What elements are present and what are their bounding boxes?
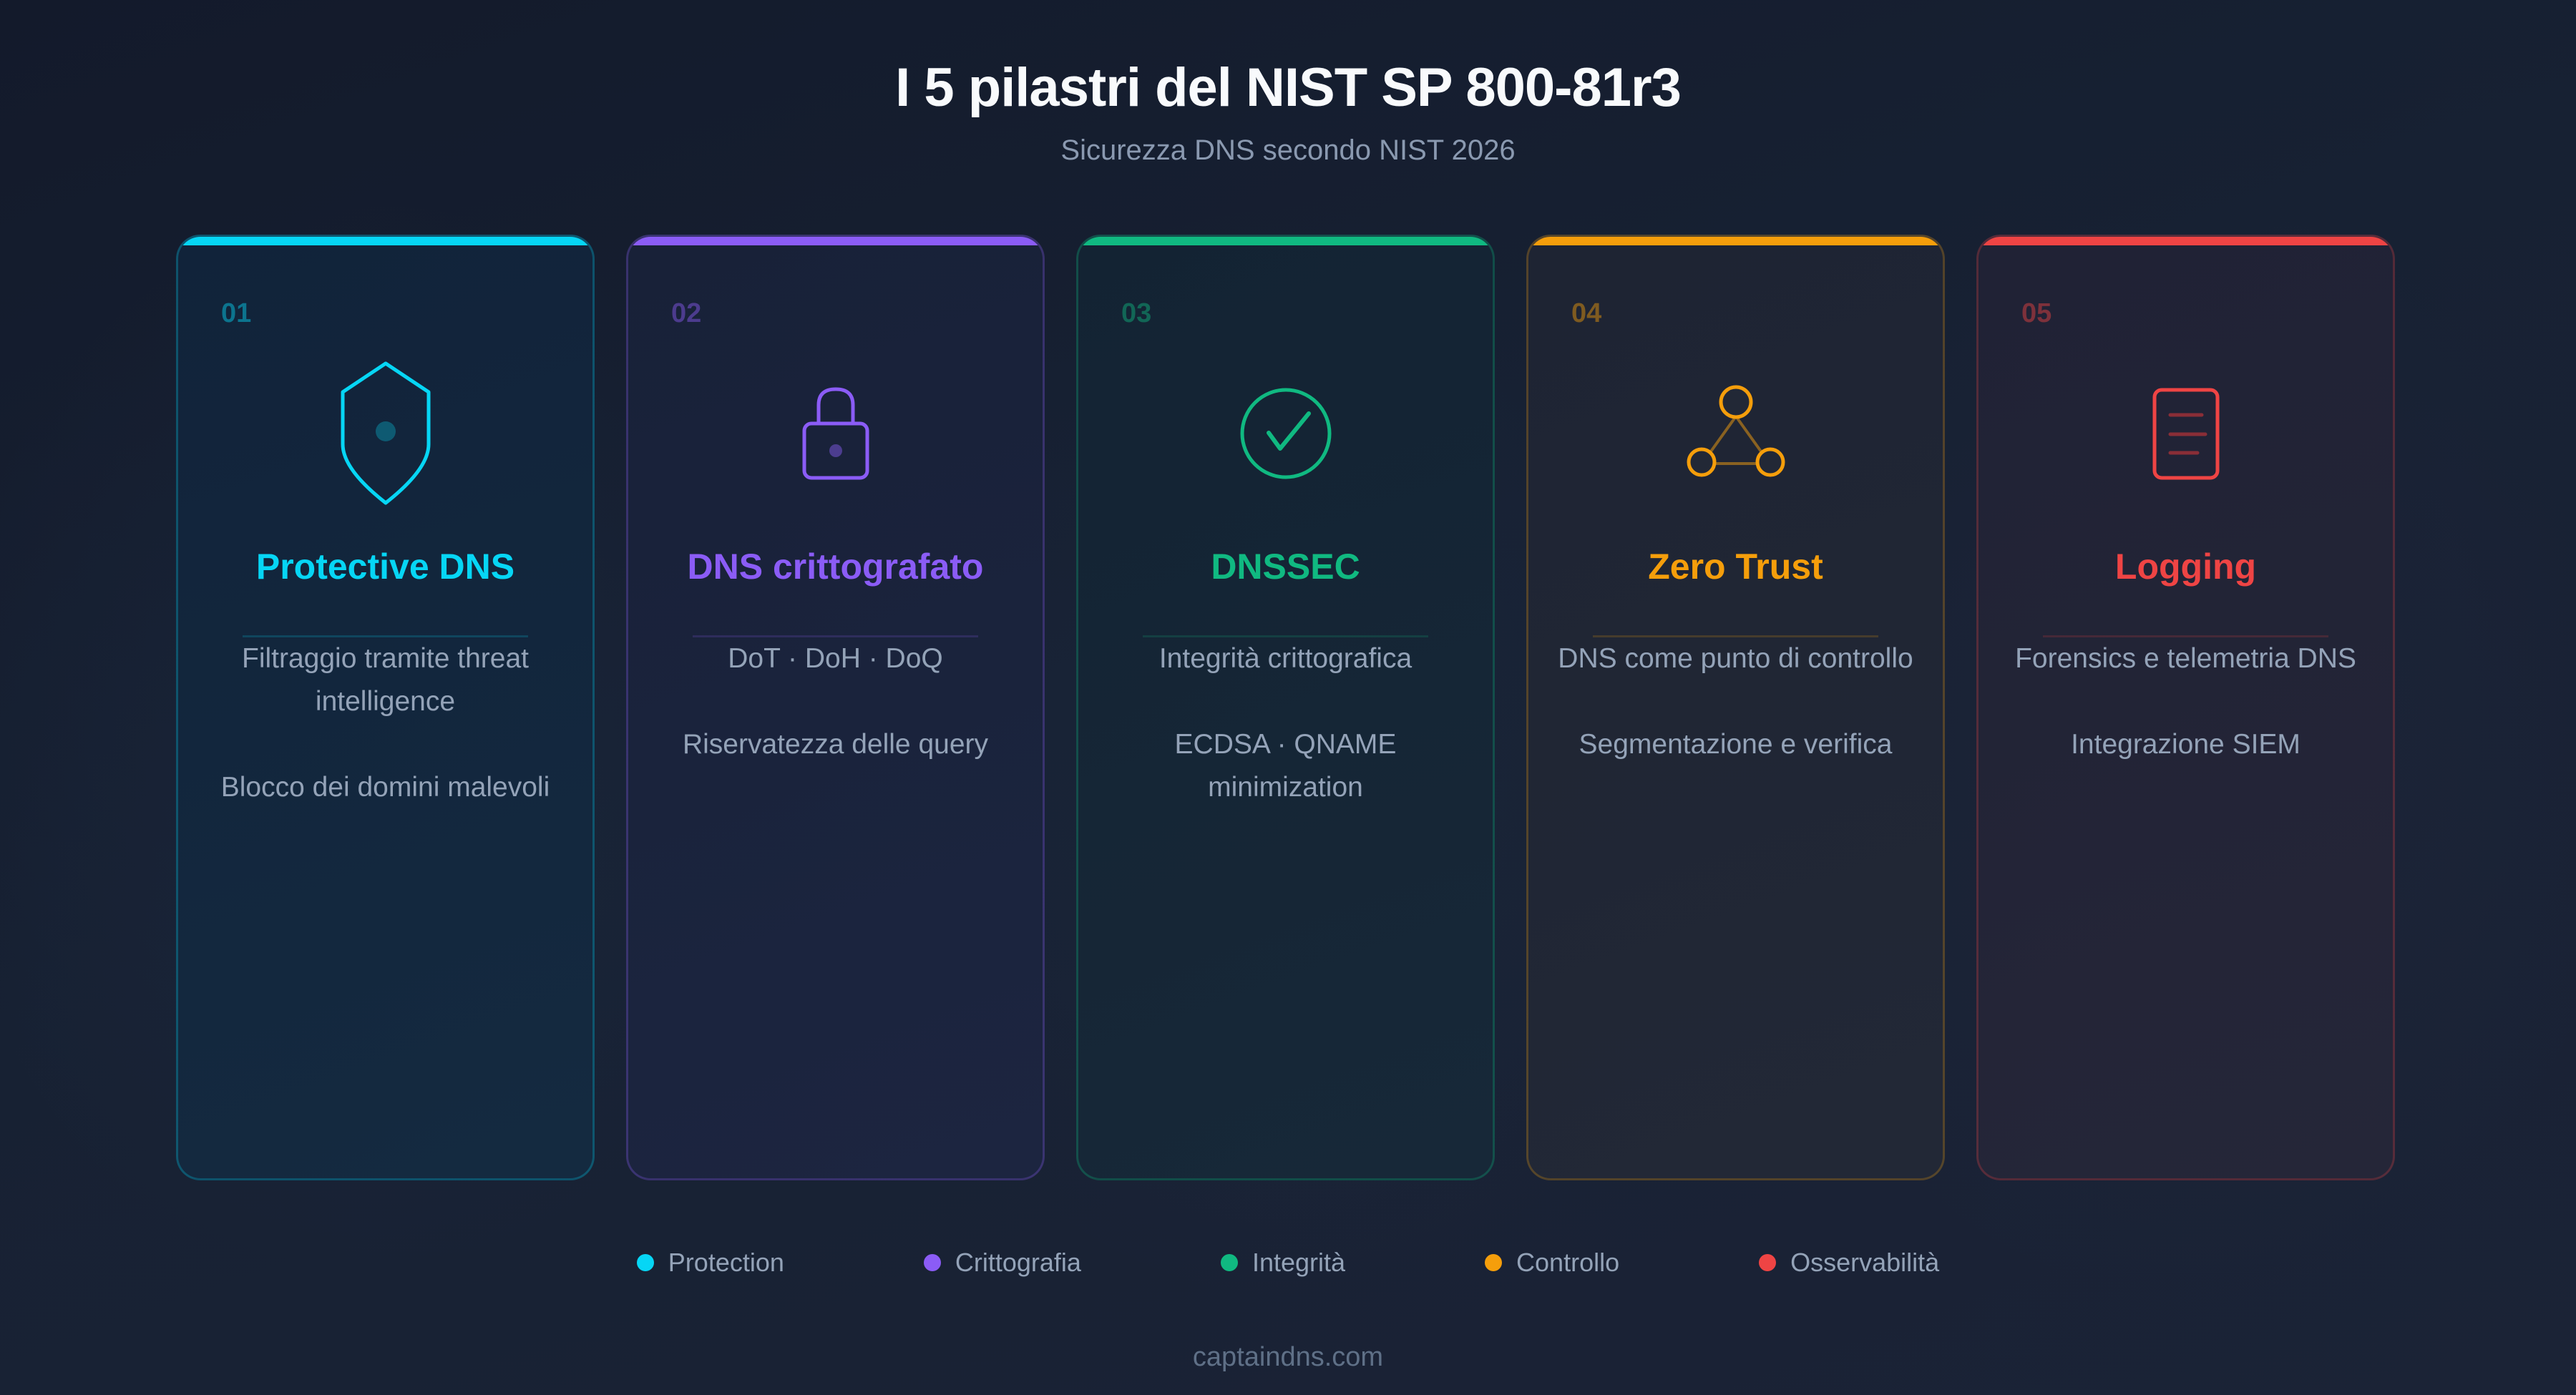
pillar-text: DoT · DoH · DoQ [728, 643, 943, 674]
check-circle-icon [1078, 351, 1493, 516]
divider [2043, 635, 2328, 637]
pillar-description: Integrità crittografica ECDSA · QNAME mi… [1107, 637, 1464, 852]
pillar-card-dnssec: 03 DNSSEC Integrità crittografica ECDSA … [1076, 235, 1495, 1180]
legend-item-controllo: Controllo [1485, 1248, 1619, 1278]
legend-item-protection: Protection [636, 1248, 784, 1278]
pillar-text: DNS come punto di controllo [1558, 643, 1913, 674]
pillar-text: Filtraggio tramite threat intelligence [242, 643, 529, 717]
legend-item-integrita: Integrità [1220, 1248, 1346, 1278]
pillar-title: DNSSEC [1211, 547, 1360, 587]
legend-label: Protection [668, 1248, 784, 1277]
pillar-text: ECDSA · QNAME minimization [1174, 729, 1397, 803]
pillar-title: Zero Trust [1648, 547, 1823, 587]
legend-item-osservabilita: Osservabilità [1759, 1248, 1939, 1278]
lock-icon [628, 351, 1043, 516]
card-accent-bar [1979, 237, 2393, 245]
legend-dot-icon [1220, 1254, 1238, 1271]
pillar-number: 03 [1121, 298, 1152, 328]
pillar-number: 04 [1571, 298, 1602, 328]
document-log-icon [1979, 351, 2393, 516]
pillar-title: Protective DNS [255, 547, 515, 587]
legend-dot-icon [923, 1254, 941, 1271]
pillar-title: DNS crittografato [687, 547, 984, 587]
legend-label: Controllo [1516, 1248, 1620, 1277]
pillar-card-logging: 05 Logging Forensics e telemetria DNS In… [1976, 235, 2395, 1180]
pillars-row: 01 Protective DNS Filtraggio tramite thr… [176, 235, 2395, 1180]
network-nodes-icon [1528, 351, 1943, 516]
legend-label: Crittografia [955, 1248, 1081, 1277]
footer-site-link: captaindns.com [1192, 1342, 1384, 1372]
legend-dot-icon [1485, 1254, 1503, 1271]
legend-dot-icon [636, 1254, 654, 1271]
divider [1593, 635, 1878, 637]
legend-item-crittografia: Crittografia [923, 1248, 1081, 1278]
legend-label: Osservabilità [1790, 1248, 1940, 1277]
pillar-card-zero-trust: 04 Zero Trust DNS come punto di controll… [1526, 235, 1945, 1180]
card-accent-bar [1078, 237, 1493, 245]
pillar-description: Forensics e telemetria DNS Integrazione … [2007, 637, 2364, 809]
legend: Protection Crittografia Integrità Contro… [0, 1248, 2576, 1278]
pillar-title: Logging [2114, 547, 2257, 587]
legend-label: Integrità [1252, 1248, 1346, 1277]
legend-dot-icon [1759, 1254, 1777, 1271]
pillar-description: Filtraggio tramite threat intelligence B… [207, 637, 564, 852]
pillar-number: 02 [671, 298, 702, 328]
header: I 5 pilastri del NIST SP 800-81r3 Sicure… [0, 56, 2576, 167]
pillar-card-encrypted-dns: 02 DNS crittografato DoT · DoH · DoQ Ris… [626, 235, 1045, 1180]
pillar-description: DoT · DoH · DoQ Riservatezza delle query [657, 637, 1014, 809]
pillar-card-protective-dns: 01 Protective DNS Filtraggio tramite thr… [176, 235, 595, 1180]
page-title: I 5 pilastri del NIST SP 800-81r3 [895, 57, 1682, 118]
divider [1143, 635, 1428, 637]
pillar-text: Riservatezza delle query [682, 729, 989, 760]
page-subtitle: Sicurezza DNS secondo NIST 2026 [1060, 134, 1516, 166]
pillar-text: Integrazione SIEM [2071, 729, 2301, 760]
pillar-text: Forensics e telemetria DNS [2015, 643, 2356, 674]
card-accent-bar [628, 237, 1043, 245]
pillar-text: Segmentazione e verifica [1579, 729, 1893, 760]
pillar-description: DNS come punto di controllo Segmentazion… [1557, 637, 1914, 809]
pillar-number: 01 [221, 298, 252, 328]
divider [243, 635, 528, 637]
pillar-text: Integrità crittografica [1158, 643, 1413, 674]
pillar-text: Blocco dei domini malevoli [220, 772, 550, 803]
card-accent-bar [178, 237, 592, 245]
pillar-number: 05 [2021, 298, 2052, 328]
shield-icon [178, 351, 592, 516]
card-accent-bar [1528, 237, 1943, 245]
divider [693, 635, 978, 637]
